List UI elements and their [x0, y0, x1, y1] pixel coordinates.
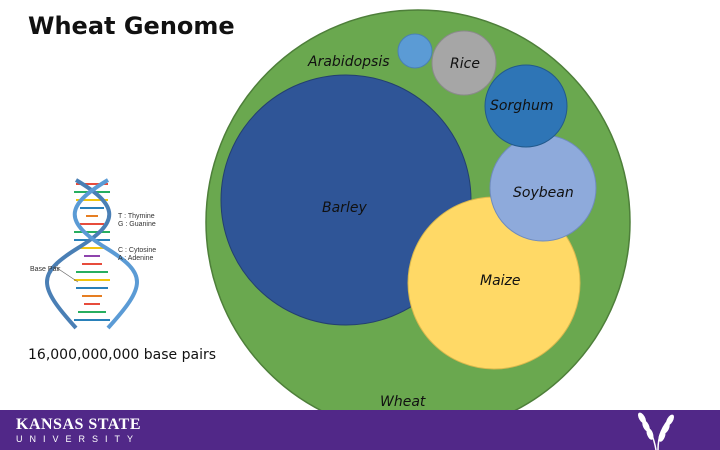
sorghum-label: Sorghum [490, 98, 553, 114]
sorghum-circle [484, 64, 568, 148]
arabidopsis-label: Arabidopsis [307, 54, 390, 70]
legend-guanine: G : Guanine [118, 221, 156, 228]
rice-label: Rice [450, 56, 480, 72]
barley-label: Barley [322, 200, 367, 216]
soybean-label: Soybean [513, 185, 574, 201]
dna-strand-left [45, 178, 112, 330]
footer-bar: KANSAS STATE UNIVERSITY [0, 410, 720, 450]
base-pair-pointer [53, 265, 79, 283]
legend-thymine: T : Thymine [118, 213, 155, 220]
dna-helix-illustration: T : Thymine G : Guanine C : Cytosine A :… [30, 178, 156, 330]
wheat-label: Wheat [380, 394, 426, 410]
base-pairs-count: 16,000,000,000 base pairs [28, 347, 217, 363]
maize-label: Maize [480, 273, 521, 289]
wheat-logo-icon [638, 412, 674, 450]
page-title: Wheat Genome [28, 12, 235, 40]
arabidopsis-circle [397, 33, 433, 69]
dna-strand-right [72, 178, 139, 330]
rice-circle [431, 30, 497, 96]
legend-cytosine: C : Cytosine [118, 247, 156, 254]
legend-adenine: A : Adenine [118, 255, 154, 262]
university-name: KANSAS STATE [16, 416, 141, 433]
legend-base-pair: Base Pair [30, 266, 61, 273]
university-subtitle: UNIVERSITY [16, 434, 141, 444]
